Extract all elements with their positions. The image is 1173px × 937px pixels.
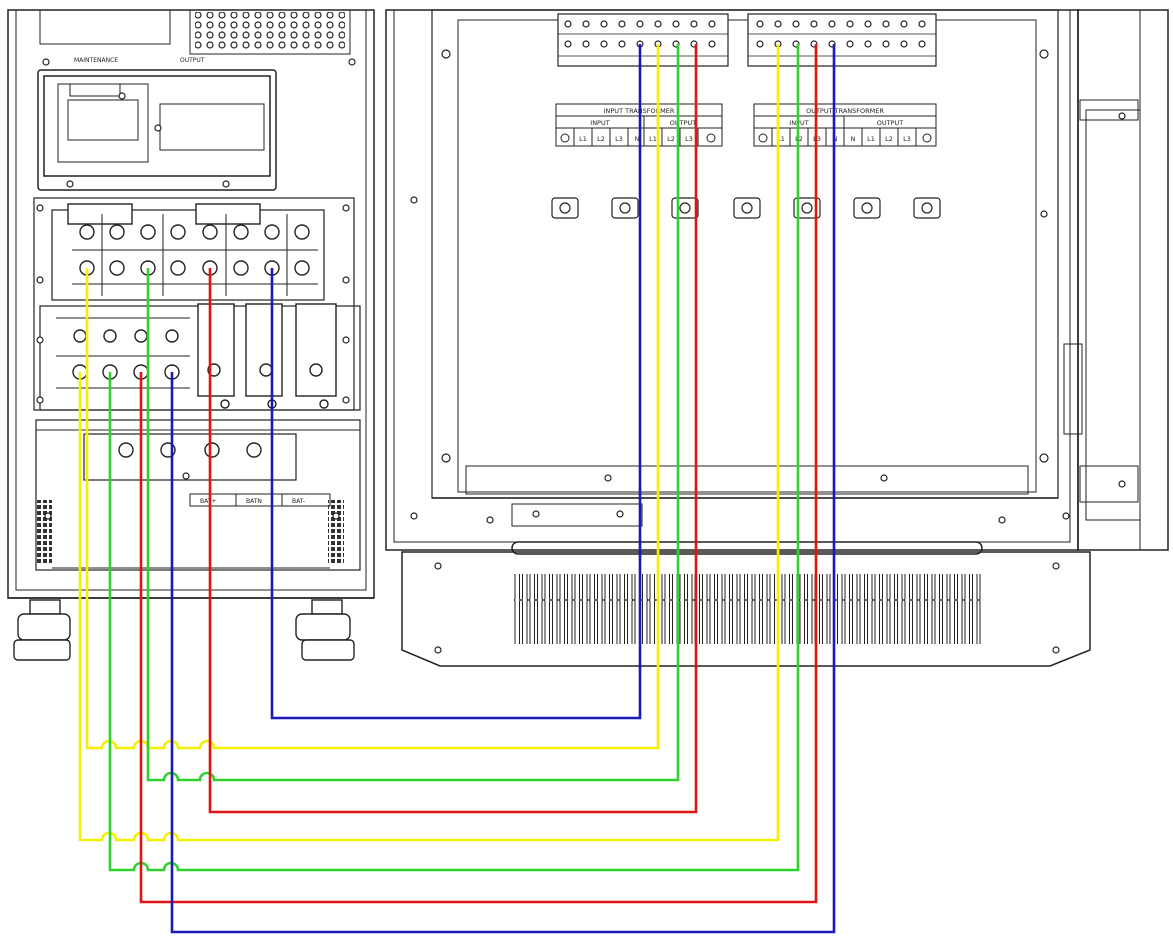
maintenance-label: MAINTENANCE bbox=[74, 57, 118, 64]
wire-green-1 bbox=[146, 44, 680, 782]
screw-icon bbox=[410, 49, 1126, 654]
out-tbl-out-l1: L1 bbox=[867, 135, 875, 143]
output-header-left: OUTPUT bbox=[670, 119, 697, 127]
terminal-icon bbox=[67, 203, 310, 276]
in-tbl-out-l1: L1 bbox=[649, 135, 657, 143]
in-tbl-out-l3: L3 bbox=[685, 135, 693, 143]
output-header-right: OUTPUT bbox=[877, 119, 904, 127]
in-tbl-out-l2: L2 bbox=[667, 135, 675, 143]
caster-wheel-icon bbox=[13, 599, 355, 661]
screw-icon bbox=[36, 58, 356, 520]
in-tbl-l2: L2 bbox=[597, 135, 605, 143]
terminal-icon bbox=[551, 197, 941, 219]
output-transformer-table bbox=[753, 103, 937, 147]
output-small-label: OUTPUT bbox=[180, 57, 205, 64]
bat-n-label: BATN bbox=[246, 498, 262, 505]
ground-icon bbox=[560, 133, 932, 143]
out-tbl-l1: L1 bbox=[777, 135, 785, 143]
wire-yellow-2 bbox=[78, 44, 780, 842]
in-tbl-n: N bbox=[635, 135, 640, 143]
wire-green-2 bbox=[108, 44, 800, 872]
terminal-icon bbox=[557, 13, 937, 67]
wire-red-2 bbox=[139, 44, 818, 904]
wire-red-1 bbox=[208, 44, 698, 814]
out-tbl-out-l2: L2 bbox=[885, 135, 893, 143]
in-tbl-l3: L3 bbox=[615, 135, 623, 143]
input-header-left: INPUT bbox=[590, 119, 609, 127]
wire-blue-2 bbox=[170, 44, 836, 934]
output-transformer-title: OUTPUT TRANSFORMER bbox=[806, 107, 884, 115]
in-tbl-l1: L1 bbox=[579, 135, 587, 143]
transformer-cabinet bbox=[385, 9, 1169, 667]
wire-yellow-1 bbox=[85, 44, 660, 750]
out-tbl-n-out: N bbox=[851, 135, 856, 143]
wiring bbox=[78, 44, 836, 934]
ups-cabinet bbox=[7, 9, 375, 599]
bat-pos-label: BAT+ bbox=[200, 498, 216, 505]
out-tbl-out-l3: L3 bbox=[903, 135, 911, 143]
bat-neg-label: BAT- bbox=[292, 498, 305, 505]
wire-blue-1 bbox=[270, 44, 642, 720]
